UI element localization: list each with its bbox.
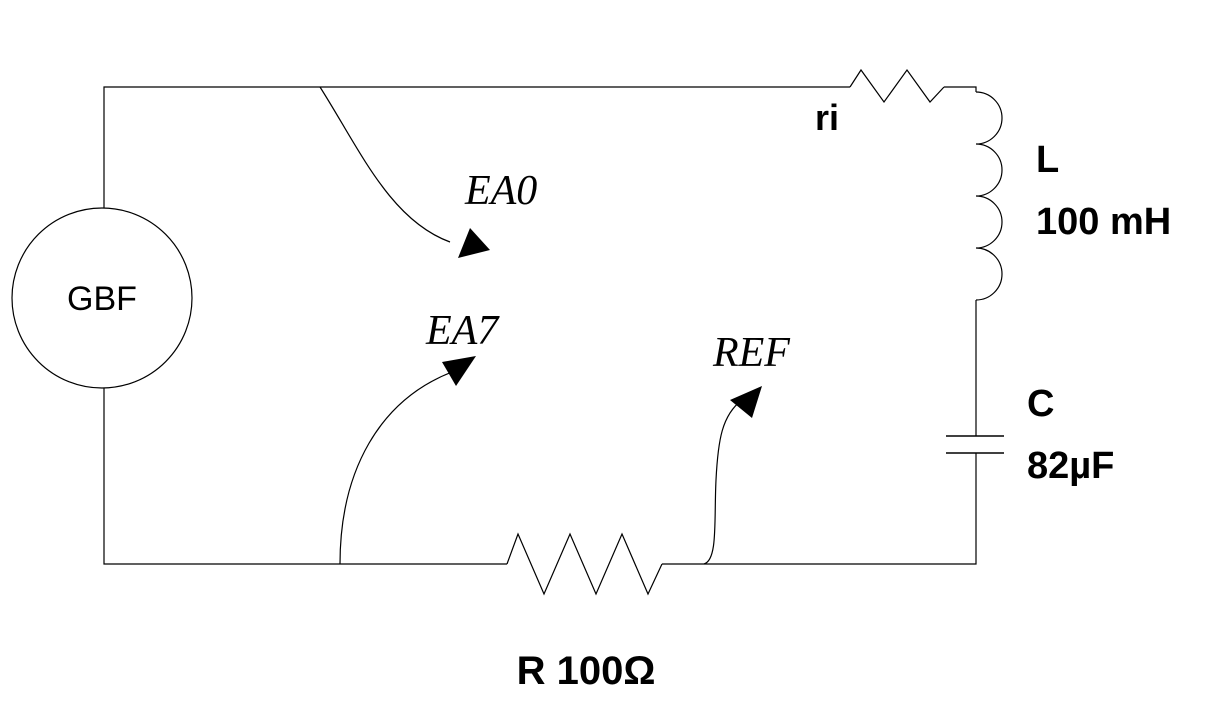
capacitor: C 82µF [946, 383, 1114, 487]
wire-bottom-left [103, 388, 507, 565]
probe-ref-arrowhead [730, 386, 762, 418]
probe-ea7-lead [339, 371, 453, 565]
ri-label: ri [815, 97, 839, 138]
probe-ea0: EA0 [319, 86, 537, 258]
capacitor-value: 82µF [1027, 445, 1114, 487]
probe-ea0-lead [319, 86, 451, 243]
inductor-name: L [1036, 139, 1059, 181]
probe-ref: REF [703, 330, 790, 565]
inductor: L 100 mH [975, 91, 1171, 301]
probe-ref-lead [703, 399, 743, 565]
probe-ea7-arrowhead [442, 356, 476, 386]
wiring [103, 86, 977, 565]
inductor-value: 100 mH [1036, 201, 1171, 243]
probe-ea0-arrowhead [458, 228, 490, 258]
capacitor-name: C [1027, 383, 1054, 425]
probe-ea0-label: EA0 [464, 168, 537, 214]
resistor-label: R 100Ω [517, 649, 656, 693]
internal-resistance: ri [815, 68, 945, 138]
wire-top-left [103, 86, 850, 208]
inductor-coil [975, 91, 1003, 301]
probe-ea7-label: EA7 [425, 308, 500, 354]
gbf-circle [11, 207, 193, 389]
wire-top-right [944, 86, 977, 92]
probe-ea7: EA7 [339, 308, 500, 565]
resistor-zigzag [506, 532, 663, 596]
wire-right-bottom [662, 453, 977, 565]
gbf-source: GBF [11, 207, 193, 389]
resistor: R 100Ω [506, 532, 663, 693]
probe-ref-label: REF [712, 330, 790, 376]
gbf-label: GBF [67, 280, 137, 318]
ri-zigzag [849, 68, 945, 104]
